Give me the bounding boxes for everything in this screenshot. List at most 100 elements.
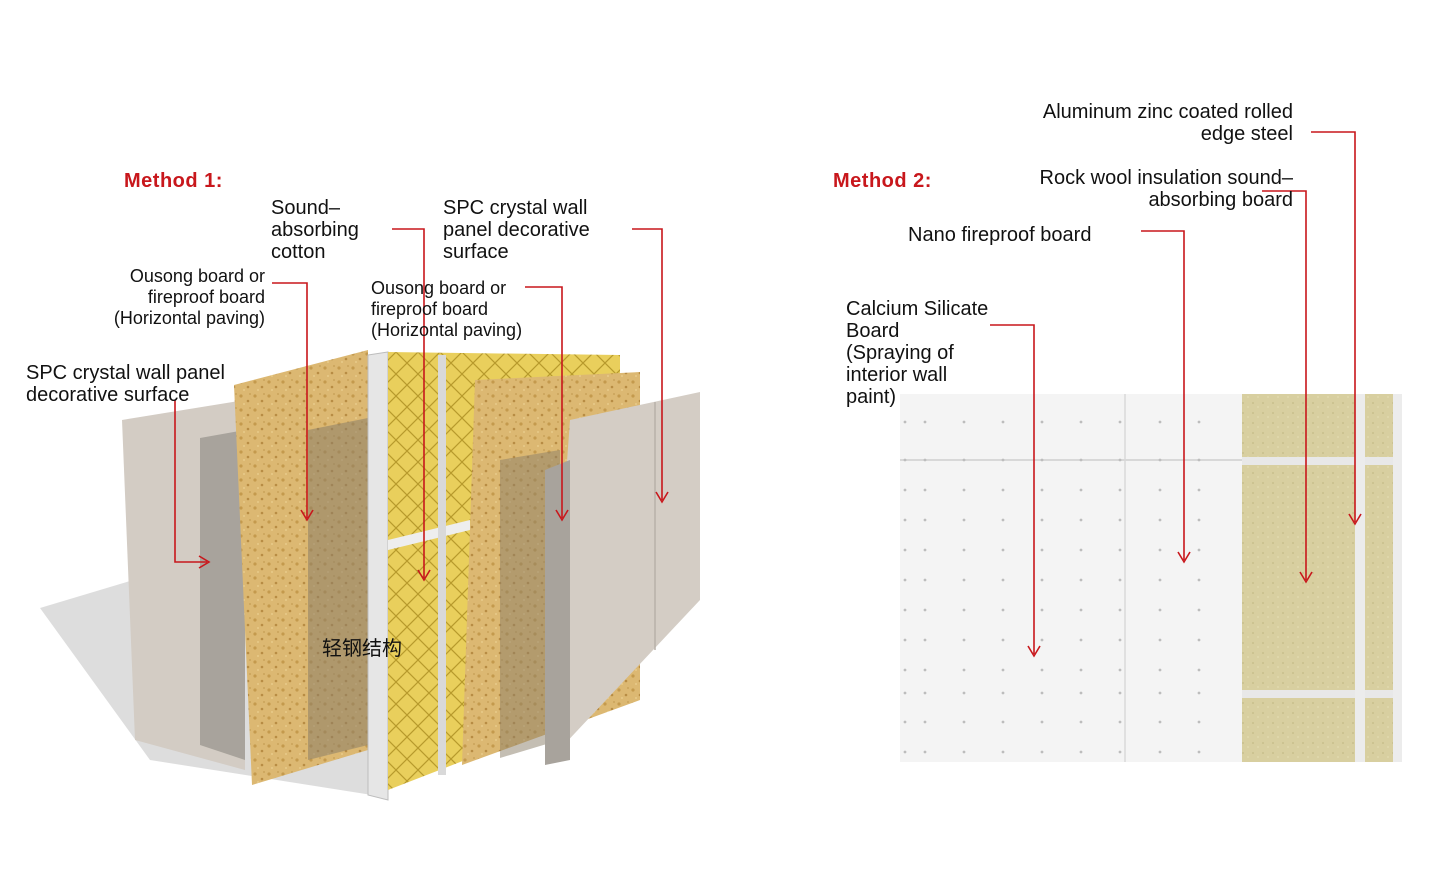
screw-dot bbox=[903, 608, 907, 612]
screw-dot bbox=[1197, 638, 1201, 642]
screw-dot bbox=[1079, 518, 1083, 522]
screw-dot bbox=[1158, 691, 1162, 695]
screw-dot bbox=[962, 668, 966, 672]
screw-dot bbox=[1197, 668, 1201, 672]
screw-dot bbox=[923, 578, 927, 582]
screw-dot bbox=[903, 720, 907, 724]
rockwool-board bbox=[1242, 394, 1402, 762]
screw-dot bbox=[1118, 578, 1122, 582]
screw-dot bbox=[1118, 608, 1122, 612]
screw-dot bbox=[1158, 458, 1162, 462]
label-ousong-left: Ousong board or fireproof board (Horizon… bbox=[113, 266, 265, 328]
screw-dot bbox=[1158, 608, 1162, 612]
screw-dot bbox=[1079, 608, 1083, 612]
screw-dot bbox=[1040, 720, 1044, 724]
screw-dot bbox=[1197, 691, 1201, 695]
screw-dot bbox=[903, 420, 907, 424]
screw-dot bbox=[923, 518, 927, 522]
screw-dot bbox=[1001, 518, 1005, 522]
screw-dot bbox=[903, 691, 907, 695]
method1-title: Method 1: bbox=[124, 170, 223, 192]
screw-dot bbox=[1118, 668, 1122, 672]
screw-dot bbox=[903, 578, 907, 582]
screw-dot bbox=[1118, 750, 1122, 754]
screw-dot bbox=[1118, 720, 1122, 724]
screw-dot bbox=[1118, 638, 1122, 642]
screw-dot bbox=[923, 488, 927, 492]
screw-dot bbox=[1001, 458, 1005, 462]
screw-dot bbox=[923, 608, 927, 612]
screw-dot bbox=[923, 420, 927, 424]
screw-dot bbox=[1197, 420, 1201, 424]
screw-dot bbox=[1197, 720, 1201, 724]
screw-dot bbox=[1079, 720, 1083, 724]
screw-dot bbox=[1158, 750, 1162, 754]
screw-dot bbox=[1040, 488, 1044, 492]
label-spc-left: SPC crystal wall panel decorative surfac… bbox=[26, 362, 225, 406]
screw-dot bbox=[1197, 488, 1201, 492]
screw-dot bbox=[1118, 548, 1122, 552]
steel-frame bbox=[367, 351, 389, 801]
screw-dot bbox=[1197, 518, 1201, 522]
screw-dot bbox=[962, 578, 966, 582]
screw-dot bbox=[1001, 720, 1005, 724]
screw-dot bbox=[903, 458, 907, 462]
screw-dot bbox=[1118, 488, 1122, 492]
screw-dot bbox=[1040, 548, 1044, 552]
screw-dot bbox=[962, 691, 966, 695]
leader-lines bbox=[174, 131, 1362, 658]
screw-dot bbox=[1118, 518, 1122, 522]
screw-dot bbox=[962, 420, 966, 424]
screw-dot bbox=[962, 608, 966, 612]
screw-dot bbox=[1118, 458, 1122, 462]
screw-dot bbox=[1079, 578, 1083, 582]
screw-dot bbox=[1158, 518, 1162, 522]
screw-dot bbox=[1079, 691, 1083, 695]
screw-dot bbox=[1040, 750, 1044, 754]
screw-dot bbox=[1079, 488, 1083, 492]
screw-dot bbox=[1040, 458, 1044, 462]
screw-dot bbox=[962, 638, 966, 642]
screw-dot bbox=[1040, 518, 1044, 522]
screw-dot bbox=[1001, 668, 1005, 672]
screw-dot bbox=[1158, 548, 1162, 552]
screw-dot bbox=[1079, 420, 1083, 424]
screw-dot bbox=[923, 458, 927, 462]
label-ousong-center: Ousong board or fireproof board (Horizon… bbox=[371, 278, 523, 340]
label-calcium-board: Calcium Silicate Board (Spraying of inte… bbox=[846, 298, 989, 408]
screw-dot bbox=[1001, 548, 1005, 552]
screw-dot bbox=[1040, 638, 1044, 642]
screw-dot bbox=[1001, 488, 1005, 492]
label-rockwool: Rock wool insulation sound– absorbing bo… bbox=[1039, 167, 1294, 211]
screw-dot bbox=[1118, 691, 1122, 695]
screw-dot bbox=[1001, 750, 1005, 754]
screw-dot bbox=[1197, 458, 1201, 462]
screw-dot bbox=[1040, 691, 1044, 695]
screw-dot bbox=[1079, 548, 1083, 552]
screw-dot bbox=[903, 668, 907, 672]
method1-illustration bbox=[40, 350, 700, 801]
screw-dot bbox=[1197, 548, 1201, 552]
screw-dot bbox=[962, 488, 966, 492]
label-aluminum-steel: Aluminum zinc coated rolled edge steel bbox=[1042, 101, 1293, 145]
screw-dot bbox=[923, 548, 927, 552]
method2-title: Method 2: bbox=[833, 170, 932, 192]
screw-dot bbox=[1158, 720, 1162, 724]
calcium-silicate-board bbox=[900, 394, 1242, 762]
screw-dot bbox=[923, 638, 927, 642]
screw-dot bbox=[1001, 691, 1005, 695]
screw-dot bbox=[1040, 608, 1044, 612]
screw-dot bbox=[1040, 420, 1044, 424]
screw-dot bbox=[962, 720, 966, 724]
screw-dot bbox=[1001, 638, 1005, 642]
screw-dot bbox=[1158, 488, 1162, 492]
screw-dot bbox=[1197, 750, 1201, 754]
screw-dot bbox=[903, 518, 907, 522]
screw-dot bbox=[903, 750, 907, 754]
screw-dot bbox=[962, 548, 966, 552]
screw-dot bbox=[1079, 750, 1083, 754]
method2-illustration bbox=[900, 394, 1402, 762]
label-steel-structure: 轻钢结构 bbox=[322, 636, 402, 660]
screw-dot bbox=[903, 488, 907, 492]
